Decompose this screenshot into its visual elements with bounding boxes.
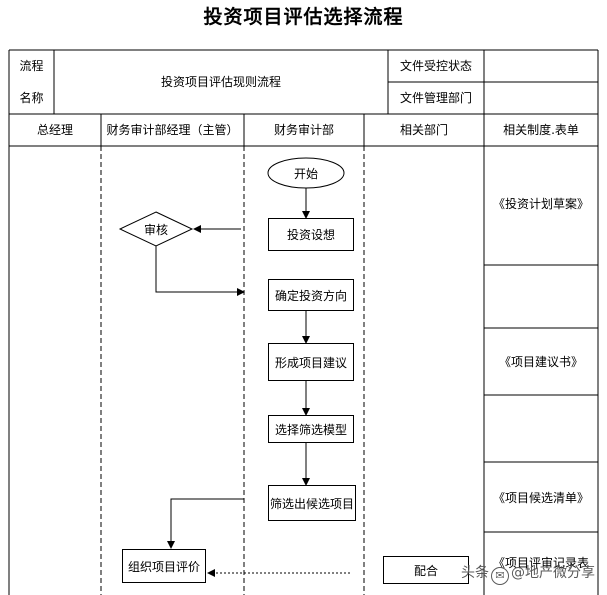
- organize-evaluation-box: 组织项目评价: [122, 549, 206, 583]
- project-proposal-box: 形成项目建议: [268, 343, 354, 381]
- lane-header-related-dept: 相关部门: [399, 123, 448, 137]
- cooperate-box: 配合: [383, 556, 469, 584]
- lane-header-gm: 总经理: [36, 123, 73, 137]
- watermark-handle: @地产微分享: [511, 565, 595, 581]
- form-review-record: 《项目评审记录表: [492, 556, 589, 570]
- investment-direction-box: 确定投资方向: [268, 279, 354, 311]
- form-candidate-list: 《项目候选清单》: [492, 491, 589, 505]
- lane-header-finance-audit: 财务审计部: [273, 123, 334, 137]
- flow-label-2: 名称: [19, 91, 44, 105]
- watermark-prefix: 头条: [461, 565, 489, 581]
- flow-name: 投资项目评估现则流程: [160, 75, 281, 89]
- investment-idea-box: 投资设想: [268, 218, 354, 251]
- candidate-projects-box: 筛选出候选项目: [268, 485, 356, 521]
- page-title: 投资项目评估选择流程: [203, 6, 404, 28]
- lane-header-forms: 相关制度.表单: [503, 123, 579, 137]
- form-project-proposal: 《项目建议书》: [498, 355, 583, 369]
- chat-bubble-icon: ✉: [491, 567, 509, 585]
- lane-header-finance-manager: 财务审计部经理（主管）: [106, 123, 239, 137]
- screening-model-box: 选择筛选模型: [268, 415, 354, 443]
- doc-dept-label: 文件管理部门: [399, 91, 472, 105]
- doc-control-status-label: 文件受控状态: [399, 59, 472, 73]
- start-node: 开始: [293, 166, 318, 181]
- form-investment-plan: 《投资计划草案》: [492, 197, 589, 211]
- flow-label-1: 流程: [19, 59, 44, 73]
- watermark: 头条✉@地产微分享: [461, 562, 595, 585]
- review-node: 审核: [143, 222, 168, 237]
